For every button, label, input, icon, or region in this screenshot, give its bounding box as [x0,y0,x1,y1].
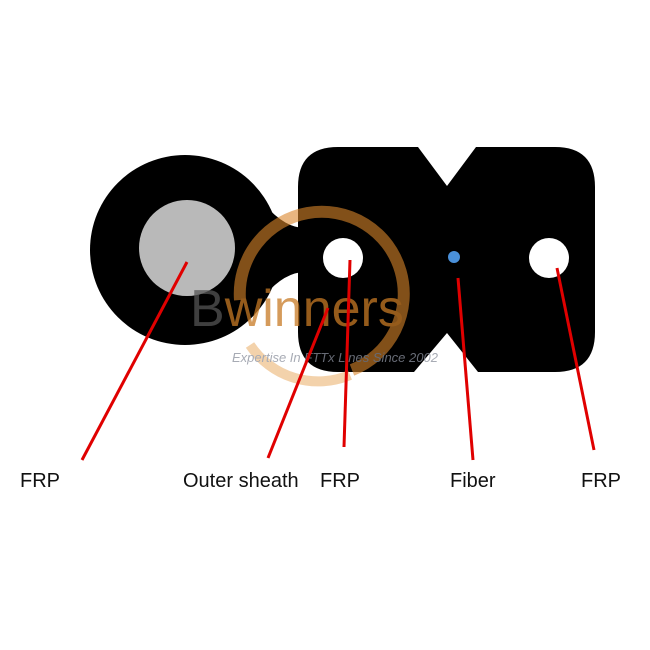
watermark-ring-lower [245,342,352,387]
labels: FRP Outer sheath FRP Fiber FRP [20,470,621,492]
leader-line-frp-right [555,267,596,451]
leader-line-fiber [456,277,475,461]
leader-line-frp-middle [342,259,352,448]
watermark: Bwinners Expertise In FTTx Lines Since 2… [190,205,439,387]
watermark-tagline: Expertise In FTTx Lines Since 2002 [232,350,439,365]
messenger-frp [139,200,235,296]
label-frp-right: FRP [581,470,621,492]
label-outer-sheath: Outer sheath [183,470,299,492]
frp-hole-left [323,238,363,278]
watermark-brand-b: B [190,280,225,338]
frp-hole-right [529,238,569,278]
label-frp-left: FRP [20,470,60,492]
leader-line-frp-left [80,261,189,461]
leader-lines [80,259,596,461]
label-fiber: Fiber [450,470,496,492]
label-frp-middle: FRP [320,470,360,492]
watermark-brand-rest: winners [224,280,404,338]
outer-sheath [298,147,595,372]
watermark-ring [233,205,410,376]
cable-body [90,147,595,372]
fiber-core [448,251,460,263]
leader-line-outer-sheath [266,307,330,459]
watermark-brand: Bwinners [190,280,404,338]
